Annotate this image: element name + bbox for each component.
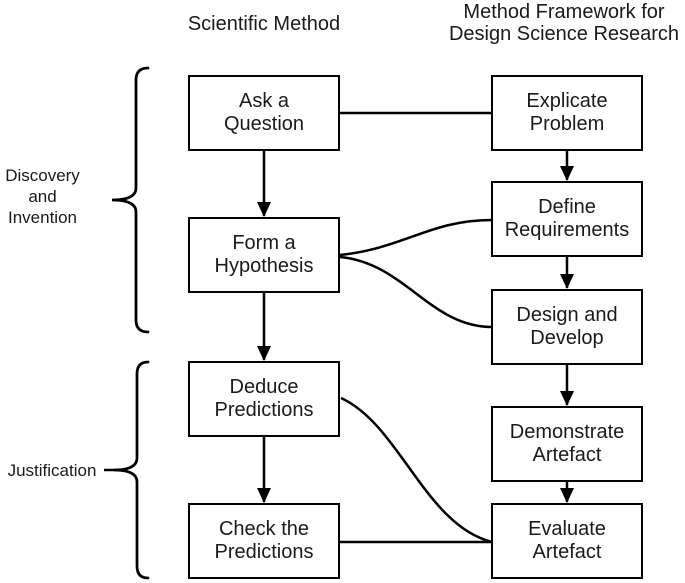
brace-discovery-and-invention: [111, 66, 150, 334]
node-deduce-predictions: Deduce Predictions: [188, 361, 340, 437]
link-form-hypothesis-to-design-develop: [339, 255, 493, 329]
node-demonstrate-artefact: Demonstrate Artefact: [491, 406, 643, 482]
link-deduce-predictions-to-evaluate-artefact: [340, 396, 493, 544]
phase-label-justification: Justification: [7, 461, 97, 480]
brace-justification: [113, 360, 150, 580]
link-form-hypothesis-to-define-requirements: [339, 218, 493, 257]
node-check-the-predictions: Check the Predictions: [188, 503, 340, 579]
node-explicate-problem: Explicate Problem: [491, 75, 643, 151]
node-define-requirements: Define Requirements: [491, 181, 643, 257]
node-design-and-develop: Design and Develop: [491, 289, 643, 365]
node-evaluate-artefact: Evaluate Artefact: [491, 503, 643, 579]
column-title-design-science-research: Method Framework for Design Science Rese…: [448, 1, 680, 45]
node-ask-a-question: Ask a Question: [188, 75, 340, 151]
node-form-a-hypothesis: Form a Hypothesis: [188, 217, 340, 293]
column-title-scientific-method: Scientific Method: [187, 13, 341, 35]
phase-label-discovery-and-invention: Discovery and Invention: [5, 166, 80, 227]
